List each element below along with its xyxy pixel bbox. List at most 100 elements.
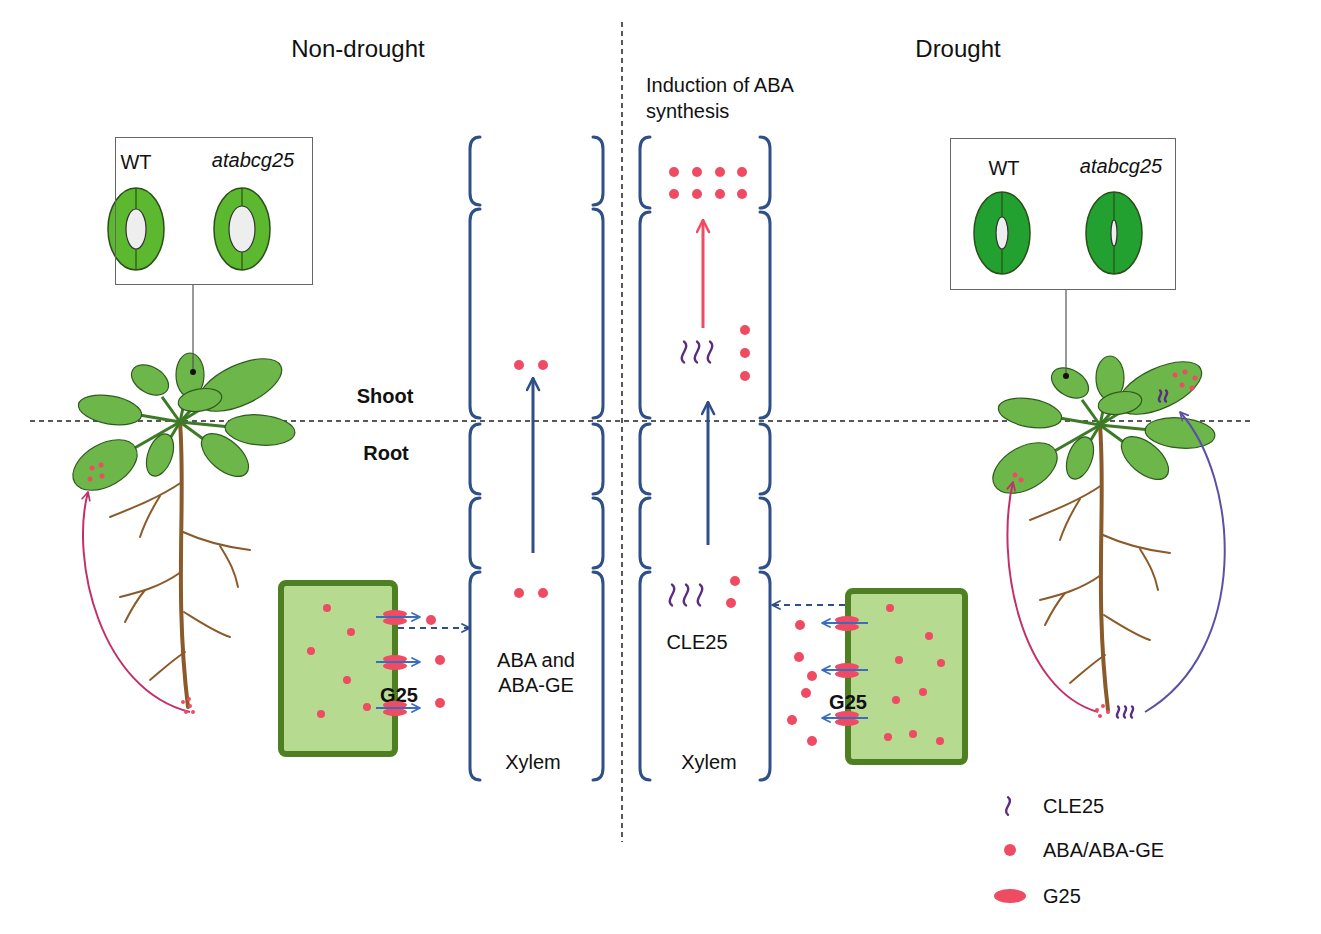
root	[125, 590, 145, 622]
root	[1060, 499, 1080, 540]
leaf	[984, 432, 1066, 503]
aba-dot	[1173, 373, 1178, 378]
root	[1040, 575, 1101, 600]
aba-dot	[737, 189, 747, 199]
cle25-peptide	[682, 342, 687, 363]
guard-cell-wall	[135, 188, 136, 209]
aba-dot	[740, 348, 750, 358]
stomatal-pore	[229, 206, 255, 252]
leader-line	[1065, 290, 1066, 376]
leaf	[141, 430, 179, 480]
root	[1070, 655, 1105, 683]
aba-dot	[1180, 383, 1185, 388]
node-text: WT	[116, 150, 156, 175]
aba-dot	[715, 167, 725, 177]
cle25-peptide	[1131, 706, 1133, 717]
aba-dot	[726, 598, 736, 608]
node-text: WT	[979, 156, 1029, 181]
root	[1104, 615, 1150, 640]
guard-cell-wall	[1113, 246, 1114, 274]
aba-dot	[187, 697, 191, 701]
cle25-peptide	[684, 585, 689, 606]
aba-dot	[184, 710, 188, 714]
divider-line	[621, 22, 623, 842]
aba-dot	[1190, 386, 1195, 391]
aba-dot	[1183, 370, 1188, 375]
cle25-peptide	[695, 342, 700, 363]
xylem-wall	[593, 137, 603, 205]
aba-dot	[1193, 376, 1198, 381]
stomata-panel: WT atabcg25	[115, 137, 313, 285]
guard-cell-wall	[241, 252, 242, 270]
aba-dot	[1098, 714, 1102, 718]
export-arrow	[772, 604, 845, 606]
leaf	[64, 429, 146, 500]
aba-dot	[426, 615, 436, 625]
root	[120, 572, 181, 597]
stomata-panel: WT atabcg25	[950, 138, 1176, 290]
xylem-wall	[760, 212, 770, 418]
aba-dot	[740, 325, 750, 335]
aba-dot	[1095, 708, 1099, 712]
guard-cell-wall	[1001, 249, 1002, 274]
transport-arrow	[83, 492, 190, 712]
region-label: Root	[346, 440, 426, 466]
aba-dot	[435, 655, 445, 665]
stomatal-pore	[996, 217, 1008, 249]
aba-dot	[1013, 473, 1018, 478]
xylem-wall	[593, 498, 603, 568]
aba-dot	[514, 360, 524, 370]
guard-cells	[214, 188, 270, 270]
aba-dot	[100, 474, 105, 479]
xylem-wall	[593, 209, 603, 418]
aba-dot	[807, 671, 817, 681]
xylem-column: ABA and ABA-GEXylem	[470, 137, 603, 780]
root	[184, 612, 230, 637]
annotation: Induction of ABA synthesis	[646, 72, 826, 124]
leader-dot	[190, 369, 196, 375]
xylem-column: CLE25Xylem	[640, 137, 772, 780]
aba-dot	[181, 700, 185, 704]
xylem-wall	[593, 572, 603, 780]
legend-swatch	[994, 889, 1026, 903]
xylem-wall	[470, 572, 480, 780]
root	[1030, 485, 1102, 520]
arabidopsis-plant	[984, 351, 1216, 710]
root	[183, 532, 250, 550]
node-text: atabcg25	[1066, 154, 1176, 179]
xylem-wall	[470, 498, 480, 568]
legend-text: CLE25	[1043, 793, 1243, 819]
aba-dot	[692, 189, 702, 199]
aba-dot	[538, 360, 548, 370]
node-text: atabcg25	[198, 148, 308, 173]
leaf	[996, 394, 1064, 433]
stomatal-pore	[1111, 220, 1117, 246]
aba-dot	[669, 167, 679, 177]
cle25-peptide	[1159, 390, 1161, 401]
root-cell: G25	[278, 580, 398, 757]
xylem-wall	[640, 137, 650, 208]
leaf	[1111, 351, 1209, 425]
root	[140, 496, 160, 537]
cle25-peptide	[1165, 390, 1167, 401]
root	[150, 652, 185, 680]
root	[220, 546, 238, 587]
aba-dot	[795, 620, 805, 630]
root	[1045, 593, 1065, 625]
cle25-peptide	[670, 585, 675, 606]
petiole	[1058, 418, 1100, 425]
aba-dot	[730, 576, 740, 586]
guard-cells	[974, 192, 1030, 274]
aba-dot	[435, 698, 445, 708]
legend-swatch	[998, 792, 1018, 820]
legend-text: G25	[1043, 883, 1243, 909]
aba-dot	[188, 704, 192, 708]
guard-cell-wall	[241, 188, 242, 206]
node-text: Xylem	[493, 750, 573, 775]
xylem-wall	[760, 137, 770, 208]
leader-dot	[1063, 373, 1069, 379]
node-text: Xylem	[669, 750, 749, 775]
leaf	[1144, 415, 1216, 451]
guard-cells	[108, 188, 164, 270]
guard-cell-wall	[1001, 192, 1002, 217]
